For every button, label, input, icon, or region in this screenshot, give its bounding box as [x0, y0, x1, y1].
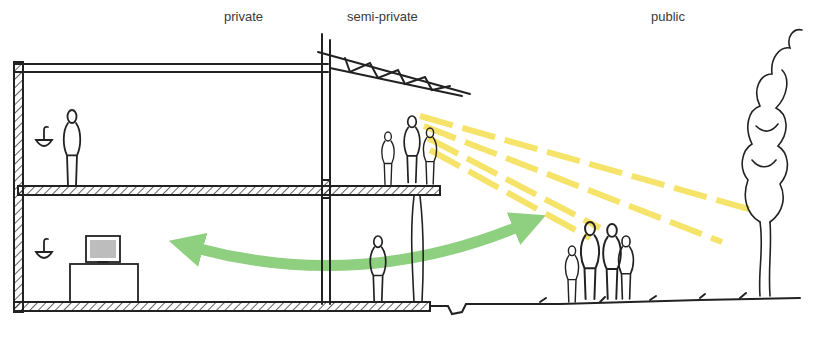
- people: [64, 110, 634, 302]
- building-section: [14, 34, 800, 314]
- interior-furniture: [36, 127, 138, 302]
- zone-label: semi-private: [347, 9, 418, 25]
- exchange-arrow: [196, 226, 520, 266]
- zone-label: public: [651, 9, 685, 25]
- tall-figure: [412, 196, 424, 302]
- zone-label: private: [224, 9, 263, 25]
- tree: [742, 30, 802, 296]
